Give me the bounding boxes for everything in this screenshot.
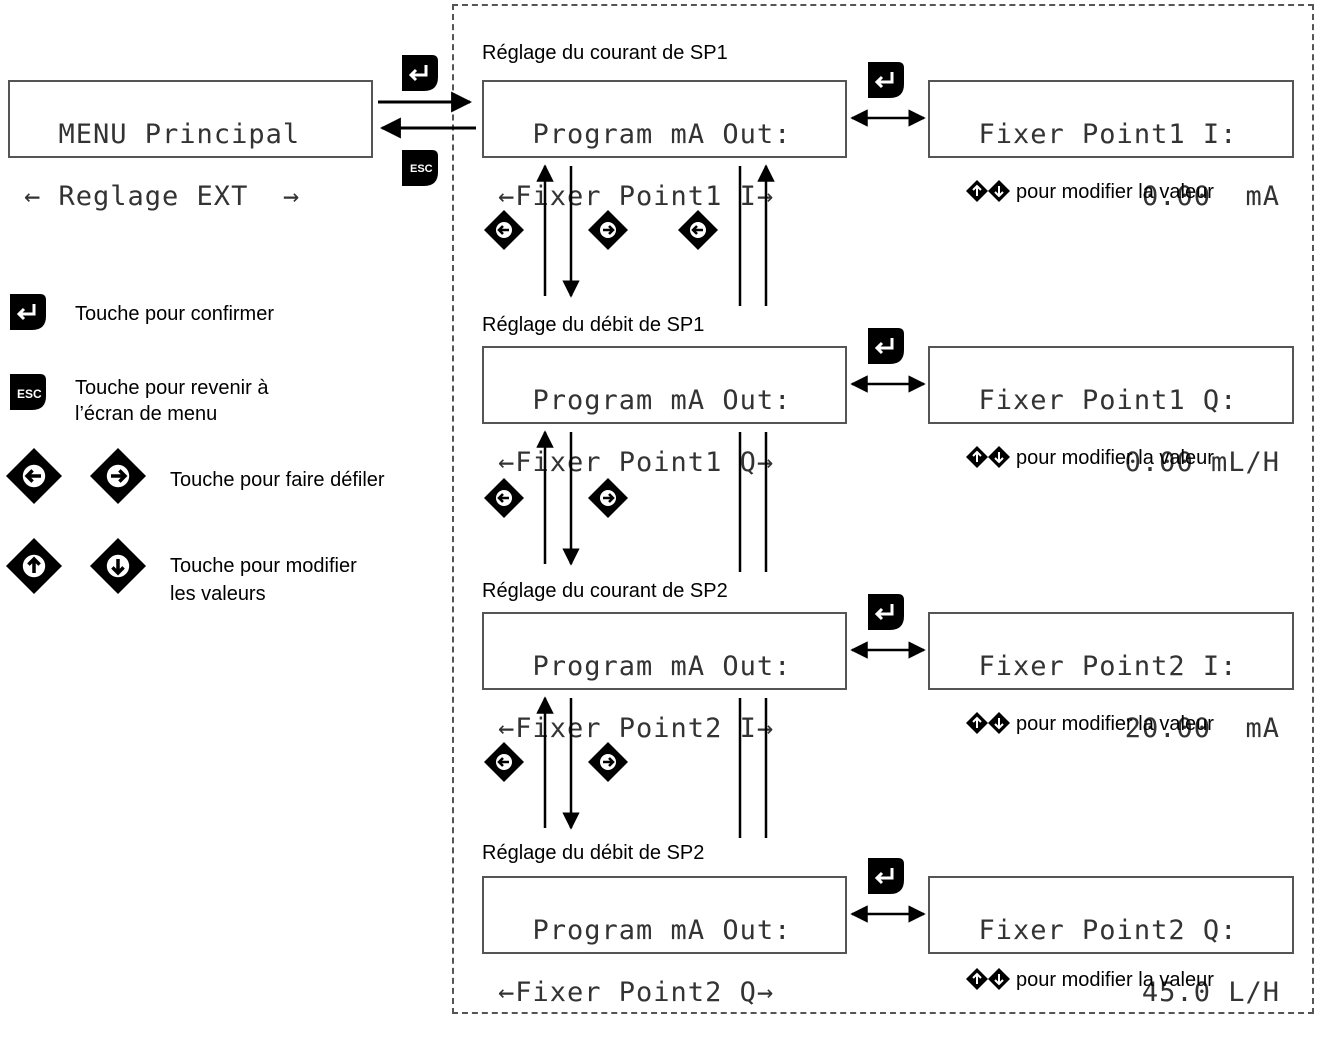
legend-down-key-icon	[90, 538, 146, 594]
program-display-sp1-current: Program mA Out: ←Fixer Point1 I→	[482, 80, 847, 212]
display-line2: ←Fixer Point1 Q→	[498, 447, 775, 478]
value-display-sp1-flow: Fixer Point1 Q: 0.00 mL/H	[928, 346, 1294, 478]
value-display-sp1-current: Fixer Point1 I: 0.00 mA	[928, 80, 1294, 212]
unit: mA	[1245, 181, 1280, 212]
legend-esc-text-2: l’écran de menu	[75, 403, 218, 425]
legend-enter-key-icon	[8, 292, 48, 332]
display-line1: Fixer Point2 Q:	[978, 915, 1238, 946]
display-line1: Program mA Out:	[532, 651, 792, 682]
right-key-icon	[586, 208, 630, 252]
down-key-icon	[987, 967, 1011, 991]
unit: mL/H	[1210, 447, 1280, 478]
blinking-value: 45.0	[1141, 977, 1211, 1008]
legend-modify-text-2: les valeurs	[170, 583, 266, 605]
legend-enter-text: Touche pour confirmer	[75, 303, 274, 325]
enter-key-icon-sp1-current	[866, 60, 906, 100]
right-key-icon	[586, 476, 630, 520]
program-display-sp2-flow: Program mA Out: ←Fixer Point2 Q→	[482, 876, 847, 1008]
blinking-value: 0.00	[1141, 181, 1211, 212]
display-line1: Fixer Point1 I:	[978, 119, 1238, 150]
value-display-sp2-flow: Fixer Point2 Q: 45.0 L/H	[928, 876, 1294, 1008]
caption-sp1-flow: Réglage du débit de SP1	[482, 314, 705, 336]
legend-up-key-icon	[6, 538, 62, 594]
left-key-icon	[482, 476, 526, 520]
left-key-icon	[676, 208, 720, 252]
up-key-icon	[965, 179, 989, 203]
caption-sp2-flow: Réglage du débit de SP2	[482, 842, 705, 864]
program-display-sp2-current: Program mA Out: ←Fixer Point2 I→	[482, 612, 847, 744]
up-key-icon	[965, 445, 989, 469]
program-display-sp1-flow: Program mA Out: ←Fixer Point1 Q→	[482, 346, 847, 478]
blinking-value: 0.00	[1124, 447, 1194, 478]
left-key-icon	[482, 740, 526, 784]
hint-sp1-current: pour modifier la valeur	[1016, 181, 1214, 203]
left-key-icon	[482, 208, 526, 252]
enter-key-icon	[400, 53, 440, 93]
display-line2: ←Fixer Point1 I→	[498, 181, 775, 212]
unit: L/H	[1228, 977, 1280, 1008]
main-menu-line1: MENU Principal	[58, 119, 301, 150]
down-key-icon	[987, 179, 1011, 203]
unit: mA	[1245, 713, 1280, 744]
display-line1: Program mA Out:	[532, 385, 792, 416]
display-line1: Program mA Out:	[532, 119, 792, 150]
legend-left-key-icon	[4, 446, 64, 506]
enter-key-icon-sp1-flow	[866, 326, 906, 366]
right-key-icon	[586, 740, 630, 784]
down-key-icon	[987, 445, 1011, 469]
display-line1: Fixer Point2 I:	[978, 651, 1238, 682]
main-menu-line2: ← Reglage EXT →	[24, 181, 301, 212]
legend-esc-key-label: ESC	[17, 387, 42, 401]
up-key-icon	[965, 711, 989, 735]
enter-key-icon-sp2-current	[866, 592, 906, 632]
legend-right-key-icon	[88, 446, 148, 506]
hint-sp1-flow: pour modifier la valeur	[1016, 447, 1214, 469]
caption-sp1-current: Réglage du courant de SP1	[482, 42, 728, 64]
display-line2: ←Fixer Point2 I→	[498, 713, 775, 744]
legend-modify-text-1: Touche pour modifier	[170, 555, 357, 577]
hint-sp2-flow: pour modifier la valeur	[1016, 969, 1214, 991]
blinking-value: 20.00	[1124, 713, 1211, 744]
display-line1: Program mA Out:	[532, 915, 792, 946]
display-line2: ←Fixer Point2 Q→	[498, 977, 775, 1008]
down-key-icon	[987, 711, 1011, 735]
legend-esc-text-1: Touche pour revenir à	[75, 377, 269, 399]
esc-key-label: ESC	[410, 163, 433, 175]
up-key-icon	[965, 967, 989, 991]
hint-sp2-current: pour modifier la valeur	[1016, 713, 1214, 735]
caption-sp2-current: Réglage du courant de SP2	[482, 580, 728, 602]
value-display-sp2-current: Fixer Point2 I: 20.00 mA	[928, 612, 1294, 744]
submenu-frame	[452, 4, 1314, 1014]
display-line1: Fixer Point1 Q:	[978, 385, 1238, 416]
legend-scroll-text: Touche pour faire défiler	[170, 469, 385, 491]
enter-key-icon-sp2-flow	[866, 856, 906, 896]
main-menu-display: MENU Principal ← Reglage EXT →	[8, 80, 373, 212]
